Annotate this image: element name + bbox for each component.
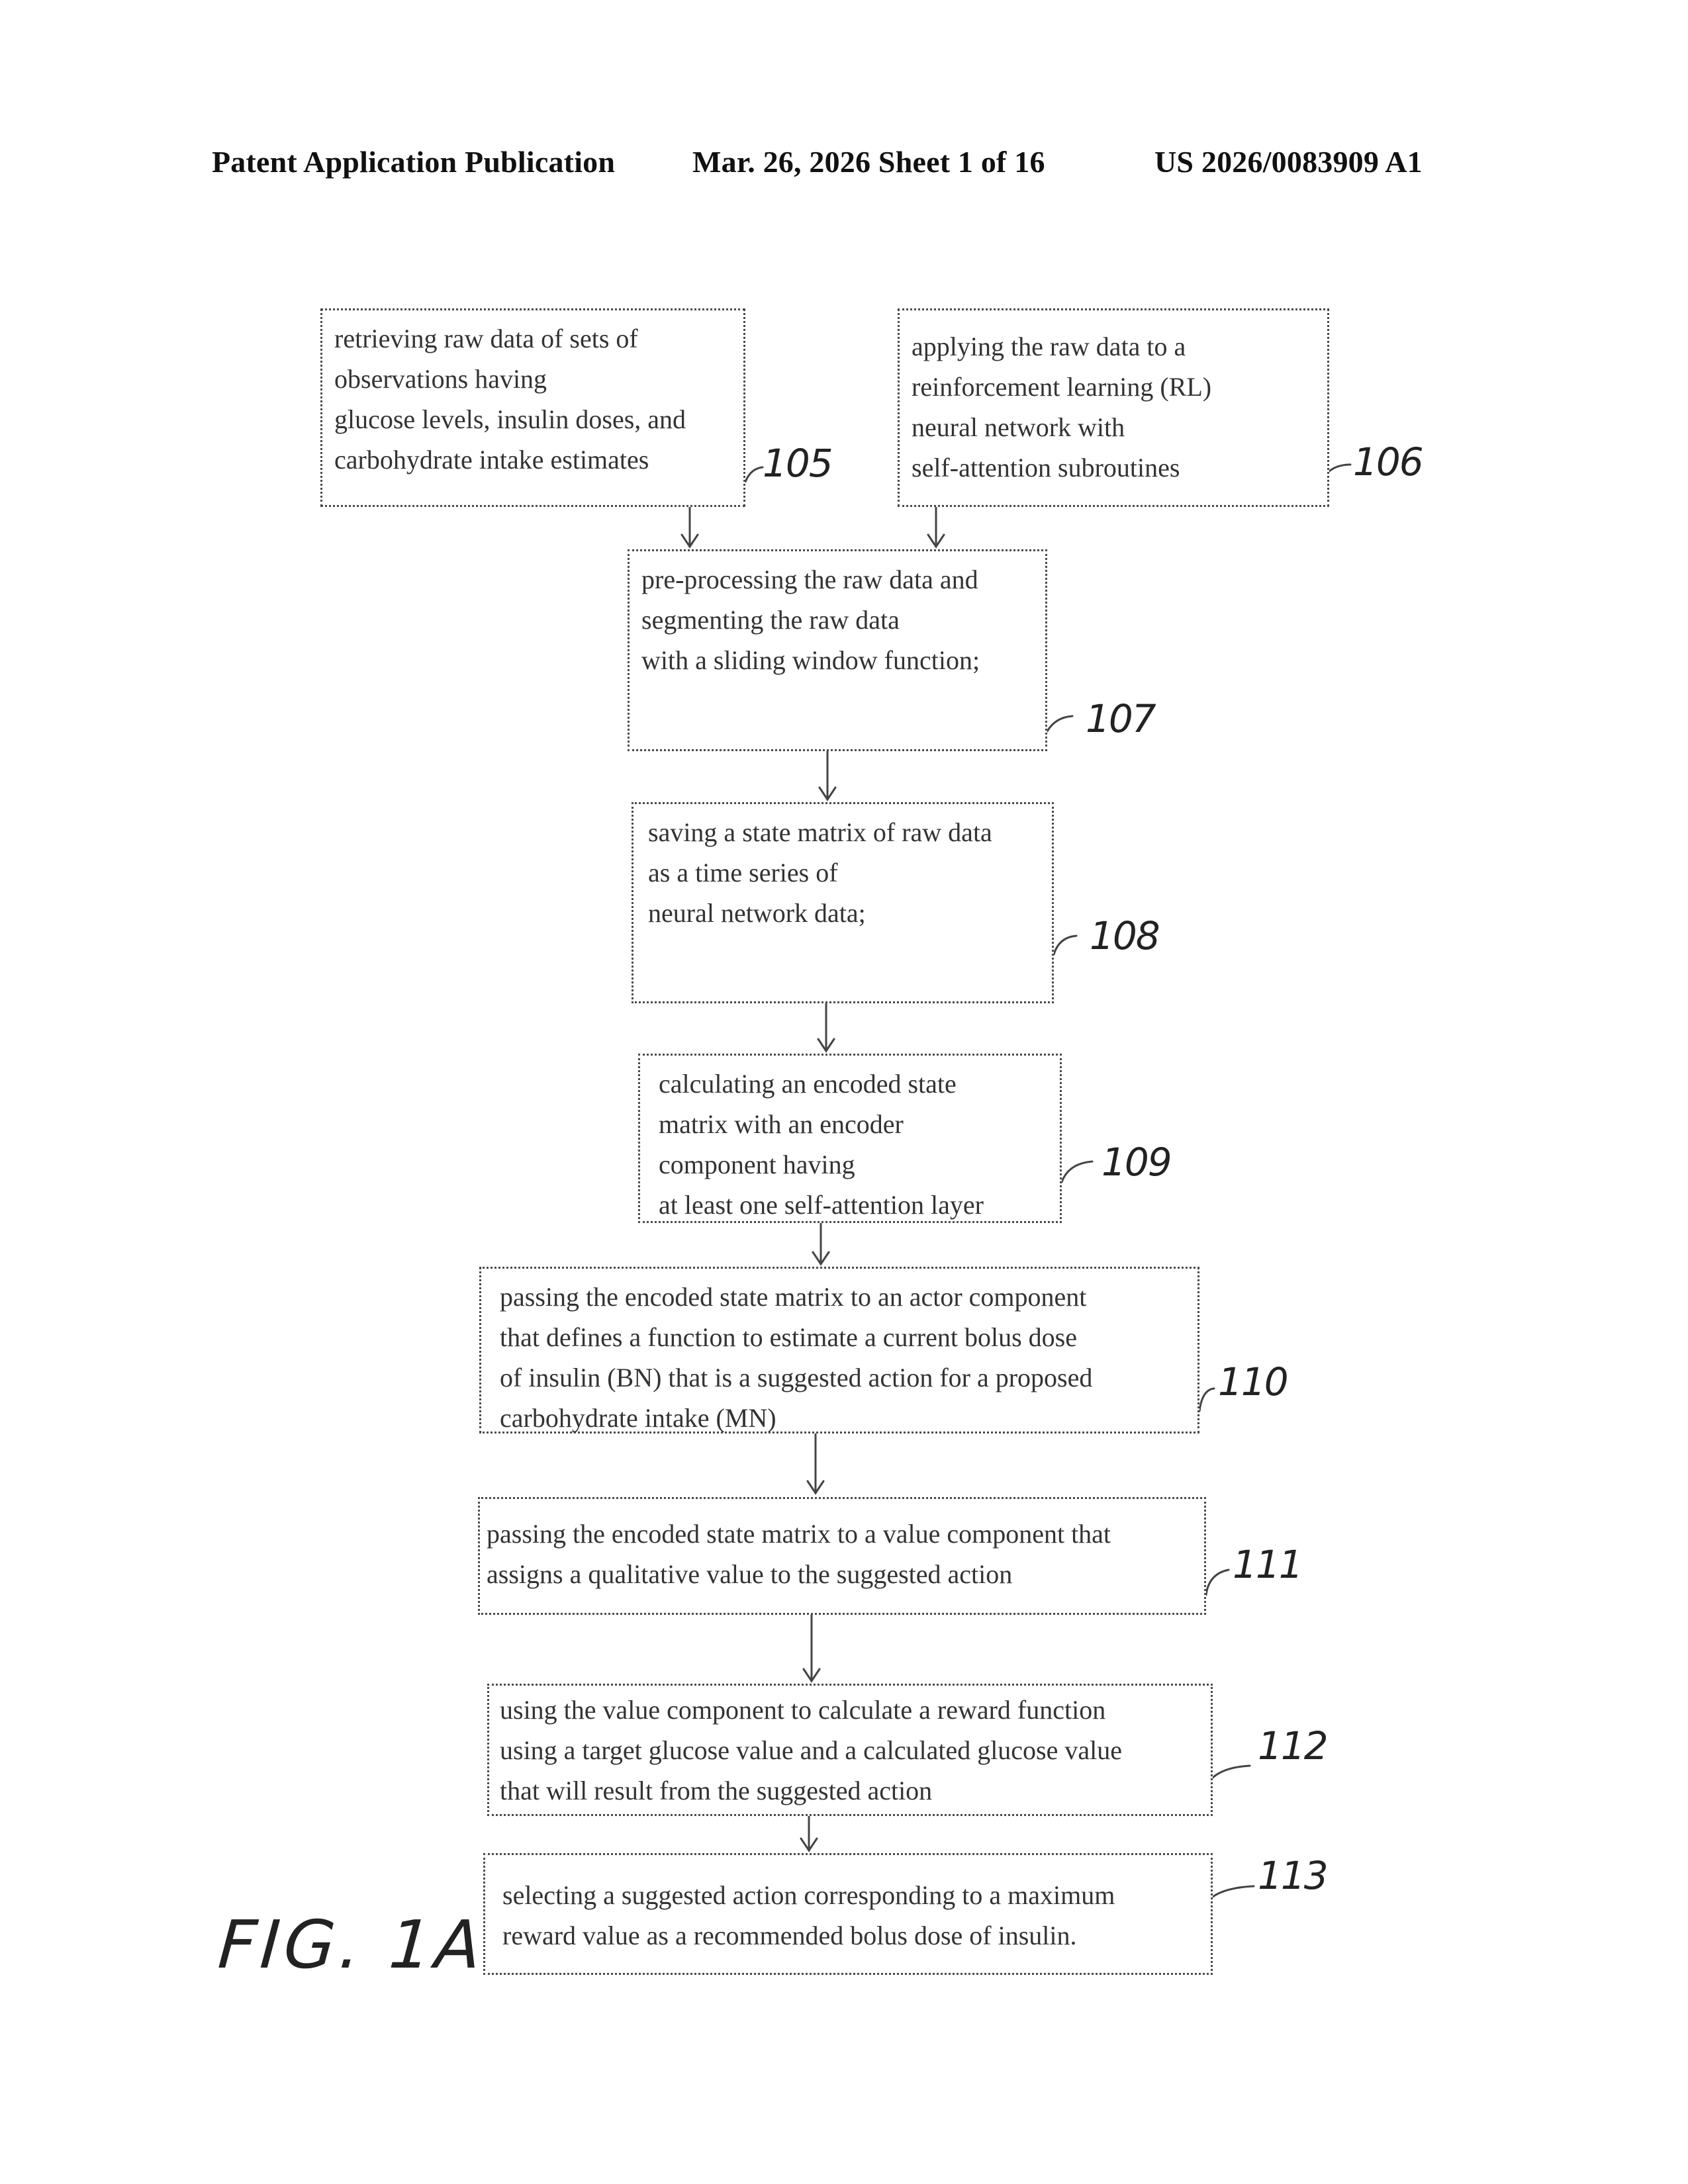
step-text-113: selecting a suggested action correspondi… [502,1875,1201,1956]
leader-105 [745,467,763,482]
ref-numeral-110: 110 [1218,1359,1288,1404]
step-box-113: selecting a suggested action correspondi… [483,1853,1213,1975]
figure-label: FIG. 1A [216,1906,487,1983]
step-text-112: using the value component to calculate a… [500,1690,1201,1811]
step-text-111: passing the encoded state matrix to a va… [487,1514,1195,1594]
leader-107 [1047,716,1072,731]
ref-numeral-112: 112 [1258,1723,1327,1768]
ref-numeral-107: 107 [1086,696,1155,741]
step-box-112: using the value component to calculate a… [487,1684,1213,1816]
ref-numeral-106: 106 [1353,439,1423,484]
step-box-105: retrieving raw data of sets of observati… [320,308,745,507]
step-text-105: retrieving raw data of sets of observati… [334,318,734,480]
step-box-111: passing the encoded state matrix to a va… [478,1497,1206,1615]
step-text-109: calculating an encoded state matrix with… [659,1064,1051,1225]
ref-numeral-113: 113 [1258,1853,1327,1898]
leader-108 [1054,936,1076,954]
step-box-109: calculating an encoded state matrix with… [638,1054,1062,1223]
leader-109 [1062,1161,1092,1182]
leader-106 [1329,465,1350,471]
step-box-106: applying the raw data to a reinforcement… [898,308,1329,507]
step-box-107: pre-processing the raw data and segmenti… [628,549,1047,751]
ref-numeral-111: 111 [1233,1542,1302,1587]
leader-112 [1213,1766,1250,1778]
step-text-107: pre-processing the raw data and segmenti… [641,559,1036,680]
step-box-110: passing the encoded state matrix to an a… [479,1267,1199,1433]
step-box-108: saving a state matrix of raw data as a t… [632,802,1054,1003]
leader-111 [1206,1570,1229,1595]
ref-numeral-109: 109 [1102,1140,1171,1185]
step-text-106: applying the raw data to a reinforcement… [912,326,1318,488]
leader-110 [1199,1388,1214,1411]
ref-numeral-108: 108 [1090,913,1159,958]
step-text-108: saving a state matrix of raw data as a t… [648,812,1043,933]
ref-numeral-105: 105 [763,441,832,486]
leader-113 [1213,1886,1254,1897]
step-text-110: passing the encoded state matrix to an a… [500,1277,1188,1438]
